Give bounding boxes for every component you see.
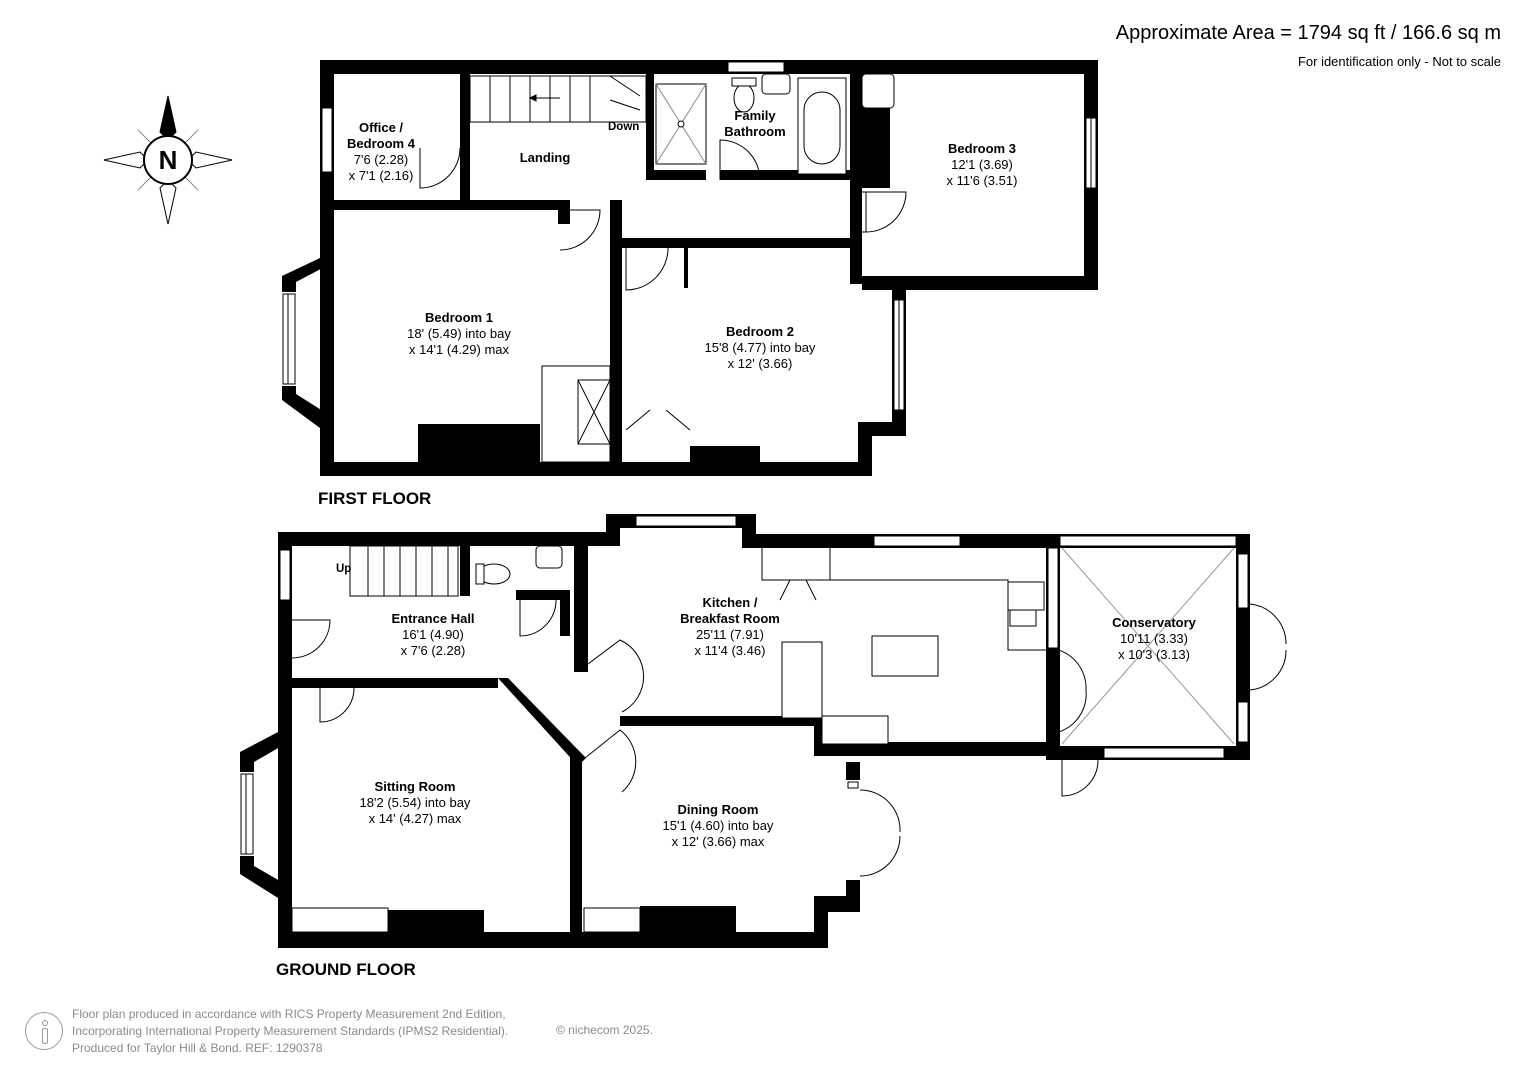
room-office-bedroom4: Office / Bedroom 4 7'6 (2.28) x 7'1 (2.1… xyxy=(347,120,415,183)
compass-rose-icon xyxy=(103,95,233,225)
ground-floor-doors xyxy=(291,579,1287,877)
room-entrance-hall: Entrance Hall 16'1 (4.90) x 7'6 (2.28) xyxy=(391,611,475,658)
room-conservatory: Conservatory 10'11 (3.33) x 10'3 (3.13) xyxy=(1112,615,1196,662)
footer-line: Incorporating International Property Mea… xyxy=(72,1024,509,1038)
scale-note: For identification only - Not to scale xyxy=(1297,54,1501,69)
bathroom-fixtures xyxy=(655,73,895,175)
copyright: © nichecom 2025. xyxy=(556,1023,653,1037)
footer-notes: Floor plan produced in accordance with R… xyxy=(72,1006,508,1057)
ground-floor-fixtures xyxy=(349,545,1235,745)
approximate-area: Approximate Area = 1794 sq ft / 166.6 sq… xyxy=(1115,22,1501,44)
footer-line: Produced for Taylor Hill & Bond. REF: 12… xyxy=(72,1041,323,1055)
footer-line: Floor plan produced in accordance with R… xyxy=(72,1007,506,1021)
info-person-icon xyxy=(25,1012,63,1050)
first-floor-windows xyxy=(282,61,1097,411)
ground-floor-windows xyxy=(240,515,1249,933)
stairs-up-label: Up xyxy=(336,563,352,575)
room-bedroom-1: Bedroom 1 18' (5.49) into bay x 14'1 (4.… xyxy=(407,310,511,357)
compass-north-label: N xyxy=(158,145,178,175)
ground-floor-title: GROUND FLOOR xyxy=(276,960,416,979)
first-floor-walls xyxy=(282,60,1098,476)
first-floor-title: FIRST FLOOR xyxy=(318,489,432,508)
stairs-down-label: Down xyxy=(608,121,640,133)
room-dining-room: Dining Room 15'1 (4.60) into bay x 12' (… xyxy=(662,802,774,849)
room-bedroom-3: Bedroom 3 12'1 (3.69) x 11'6 (3.51) xyxy=(946,141,1018,188)
room-family-bathroom: Family Bathroom xyxy=(724,108,786,139)
room-landing: Landing xyxy=(519,150,571,165)
room-sitting-room: Sitting Room 18'2 (5.54) into bay x 14' … xyxy=(359,779,471,826)
first-floor-doors xyxy=(419,139,907,463)
first-floor-stairs xyxy=(469,75,647,123)
room-kitchen-breakfast: Kitchen / Breakfast Room 25'11 (7.91) x … xyxy=(680,595,780,658)
room-bedroom-2: Bedroom 2 15'8 (4.77) into bay x 12' (3.… xyxy=(704,324,816,371)
